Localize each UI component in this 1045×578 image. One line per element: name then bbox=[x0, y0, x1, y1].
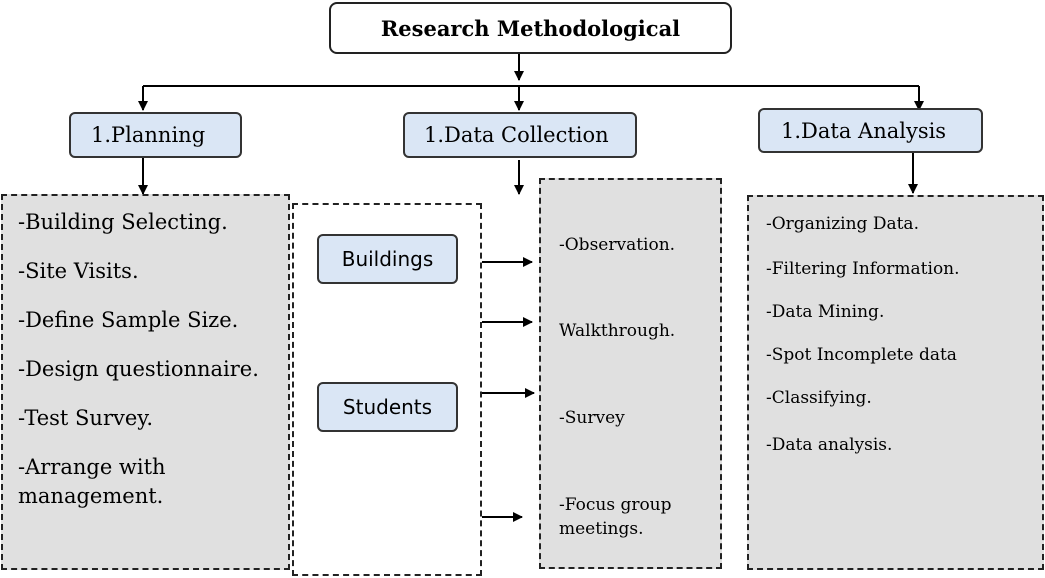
source-buildings: Buildings bbox=[317, 234, 458, 284]
planning-item: -Building Selecting. bbox=[18, 210, 228, 234]
phase-data-analysis: 1.Data Analysis bbox=[758, 108, 983, 153]
analysis-item: -Data analysis. bbox=[766, 435, 893, 455]
analysis-item: -Spot Incomplete data bbox=[766, 345, 957, 365]
planning-item: -Design questionnaire. bbox=[18, 357, 259, 381]
collection-item: Walkthrough. bbox=[559, 321, 676, 341]
collection-item: meetings. bbox=[559, 519, 644, 539]
planning-item: -Test Survey. bbox=[18, 406, 154, 430]
source-students: Students bbox=[317, 382, 458, 432]
analysis-item: -Classifying. bbox=[766, 388, 872, 408]
analysis-item: -Data Mining. bbox=[766, 302, 885, 322]
phase-planning: 1.Planning bbox=[69, 112, 242, 158]
data-analysis-box: -Organizing Data. -Filtering Information… bbox=[747, 195, 1044, 570]
planning-item: -Arrange with bbox=[18, 455, 166, 479]
planning-item: management. bbox=[18, 484, 164, 508]
planning-item: -Define Sample Size. bbox=[18, 308, 239, 332]
collection-item: -Observation. bbox=[559, 235, 676, 255]
analysis-item: -Filtering Information. bbox=[766, 259, 960, 279]
analysis-item: -Organizing Data. bbox=[766, 214, 919, 234]
planning-box: -Building Selecting. -Site Visits. -Defi… bbox=[1, 194, 290, 570]
planning-item: -Site Visits. bbox=[18, 259, 139, 283]
data-collection-box: -Observation. Walkthrough. -Survey -Focu… bbox=[539, 178, 722, 569]
collection-item: -Survey bbox=[559, 408, 625, 428]
collection-item: -Focus group bbox=[559, 495, 672, 515]
diagram-title: Research Methodological bbox=[329, 2, 732, 54]
phase-data-collection: 1.Data Collection bbox=[403, 112, 637, 158]
